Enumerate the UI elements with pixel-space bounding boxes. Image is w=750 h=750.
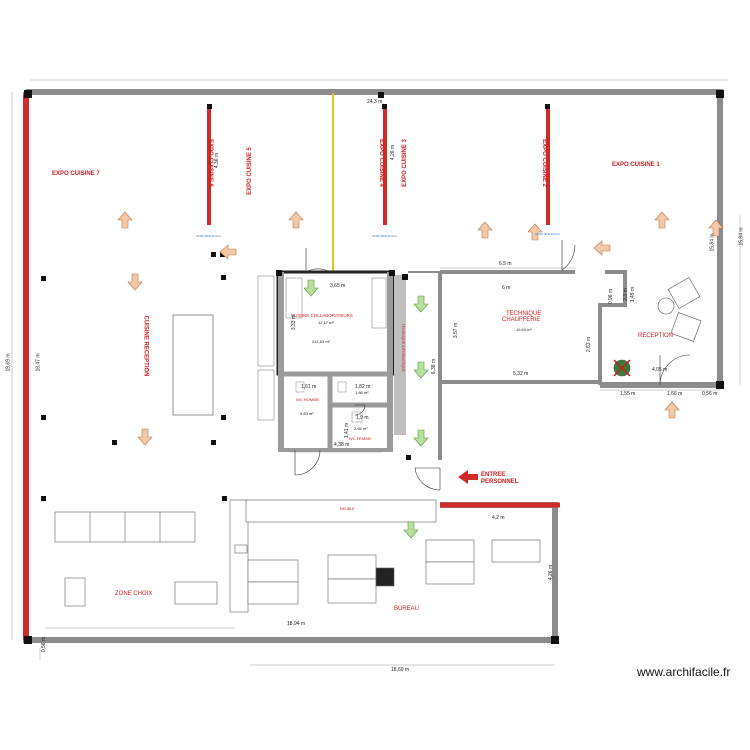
dim-office-right-side: 4,26 m — [548, 564, 555, 581]
dim-bottom-outer: 18,69 m — [391, 667, 410, 673]
entree-label-2: PERSONNEL — [481, 479, 519, 485]
watermark[interactable]: www.archifacile.fr — [637, 665, 731, 679]
room-label-expo-1: EXPO CUISINE 1 — [612, 162, 660, 168]
dim-top: 24,3 m — [367, 99, 383, 105]
dim-kitchen-top: 3,65 m — [330, 283, 346, 289]
technique-room — [408, 270, 627, 460]
dim-tech-inner-small2: 2,3 m — [622, 288, 629, 301]
dim-kitchen-side: 3,33 m — [291, 314, 298, 331]
room-label-expo-5: EXPO CUISINE 5 — [246, 147, 253, 195]
small-room-area: 1,86 m² — [355, 390, 369, 395]
core-block — [257, 270, 408, 452]
dim-bottom-left: 0,56 m — [41, 636, 48, 653]
room-label-technique-2: CHAUFFERIE — [502, 317, 541, 323]
dim-entry-mid: 1,66 m — [667, 391, 683, 397]
dim-tech-top-inner: 6 m — [502, 285, 511, 291]
dim-left-inner: 18,47 m — [35, 353, 42, 372]
room-label-wc-femme: WC FEMME — [349, 436, 372, 441]
dim-entry-left: 1,55 m — [620, 391, 636, 397]
dim-tech-inner-small: 0,96 m — [608, 288, 615, 305]
dim-entry-right: 0,56 m — [702, 391, 718, 397]
room-label-technique-informatique: TECHNIQUE INFORMATIQUE — [400, 323, 405, 372]
dim-reception-right: 15,84 m — [709, 233, 716, 252]
total-area: 241,63 m² — [312, 339, 331, 344]
dim-wc-mid: 1,82 m — [355, 384, 371, 390]
zone-choix-furniture — [54, 511, 218, 607]
room-label-bureau: BUREAU — [394, 606, 420, 612]
dim-left-outer: 19,69 m — [5, 353, 12, 372]
flow-arrows — [117, 211, 724, 446]
green-arrows — [303, 279, 429, 539]
room-label-reception: RECEPTION — [638, 333, 674, 339]
room-label-zone-choix: ZONE CHOIX — [115, 591, 153, 597]
dim-wc-mid2: 1,9 m — [356, 415, 369, 421]
sensor-note-1: DETECTEUR EN ALU — [196, 235, 221, 238]
expo-partitions — [207, 92, 550, 272]
dim-wc-side: 1,41 m — [344, 422, 351, 439]
dim-right-outer: 15,84 m — [738, 227, 745, 246]
dim-tech-top-outer: 6,5 m — [499, 261, 512, 267]
dim-expo-4: 4,26 m — [390, 144, 397, 161]
wc-homme-area: 4,83 m² — [300, 411, 314, 416]
dim-office-right-top: 4,2 m — [492, 515, 505, 521]
dim-bottom-inner: 18,94 m — [287, 621, 306, 627]
dimension-guides — [11, 79, 741, 666]
reception-kitchen — [41, 252, 411, 501]
meuble-label: MEUBLE — [340, 507, 355, 511]
room-label-cuisine-collab: CUISINE COLLABORATEURS — [291, 313, 353, 318]
room-label-expo-4: EXPO CUISINE 4 — [377, 139, 384, 187]
dim-tech-side: 3,57 m — [453, 322, 460, 339]
dim-wc-top: 1,61 m — [301, 384, 317, 390]
office-furniture — [229, 499, 541, 613]
room-label-cuisine-reception: CUISINE RECEPTION — [142, 315, 149, 377]
dim-expo-6: 4,36 m — [214, 152, 221, 169]
dim-wc-bottom: 4,38 m — [334, 442, 350, 448]
room-label-technique-1: TECHNIQUE — [506, 311, 542, 317]
entry-arrow — [458, 470, 478, 484]
reception-furniture — [613, 277, 702, 377]
room-label-expo-2: EXPO CUISINE 2 — [540, 139, 547, 187]
wc-femme-area: 2,65 m² — [354, 426, 368, 431]
dim-reception-bottom: 4,05 m — [652, 367, 668, 373]
entree-label-1: ENTREE — [481, 472, 506, 478]
dim-tech-inner-small3: 1,45 m — [630, 286, 637, 303]
cuisine-collab-area: 12,17 m² — [318, 320, 334, 325]
technique-area: 19,64 m² — [516, 327, 532, 332]
dim-tech-inner-side: 2,63 m — [586, 336, 593, 353]
doors — [294, 240, 691, 491]
room-label-expo-6: EXPO CUISINE 6 — [206, 139, 213, 187]
room-label-expo-7: EXPO CUISINE 7 — [52, 171, 100, 177]
room-label-expo-3: EXPO CUISINE 3 — [401, 139, 408, 187]
dim-tech-bottom: 5,32 m — [513, 371, 529, 377]
sensor-note-2: DETECTEUR EN ALU — [372, 235, 397, 238]
dim-corridor-side: 6,38 m — [431, 358, 438, 375]
sensor-note-3: DETECTEUR EN ALU — [535, 233, 560, 236]
room-label-wc-homme: WC HOMME — [296, 397, 320, 402]
